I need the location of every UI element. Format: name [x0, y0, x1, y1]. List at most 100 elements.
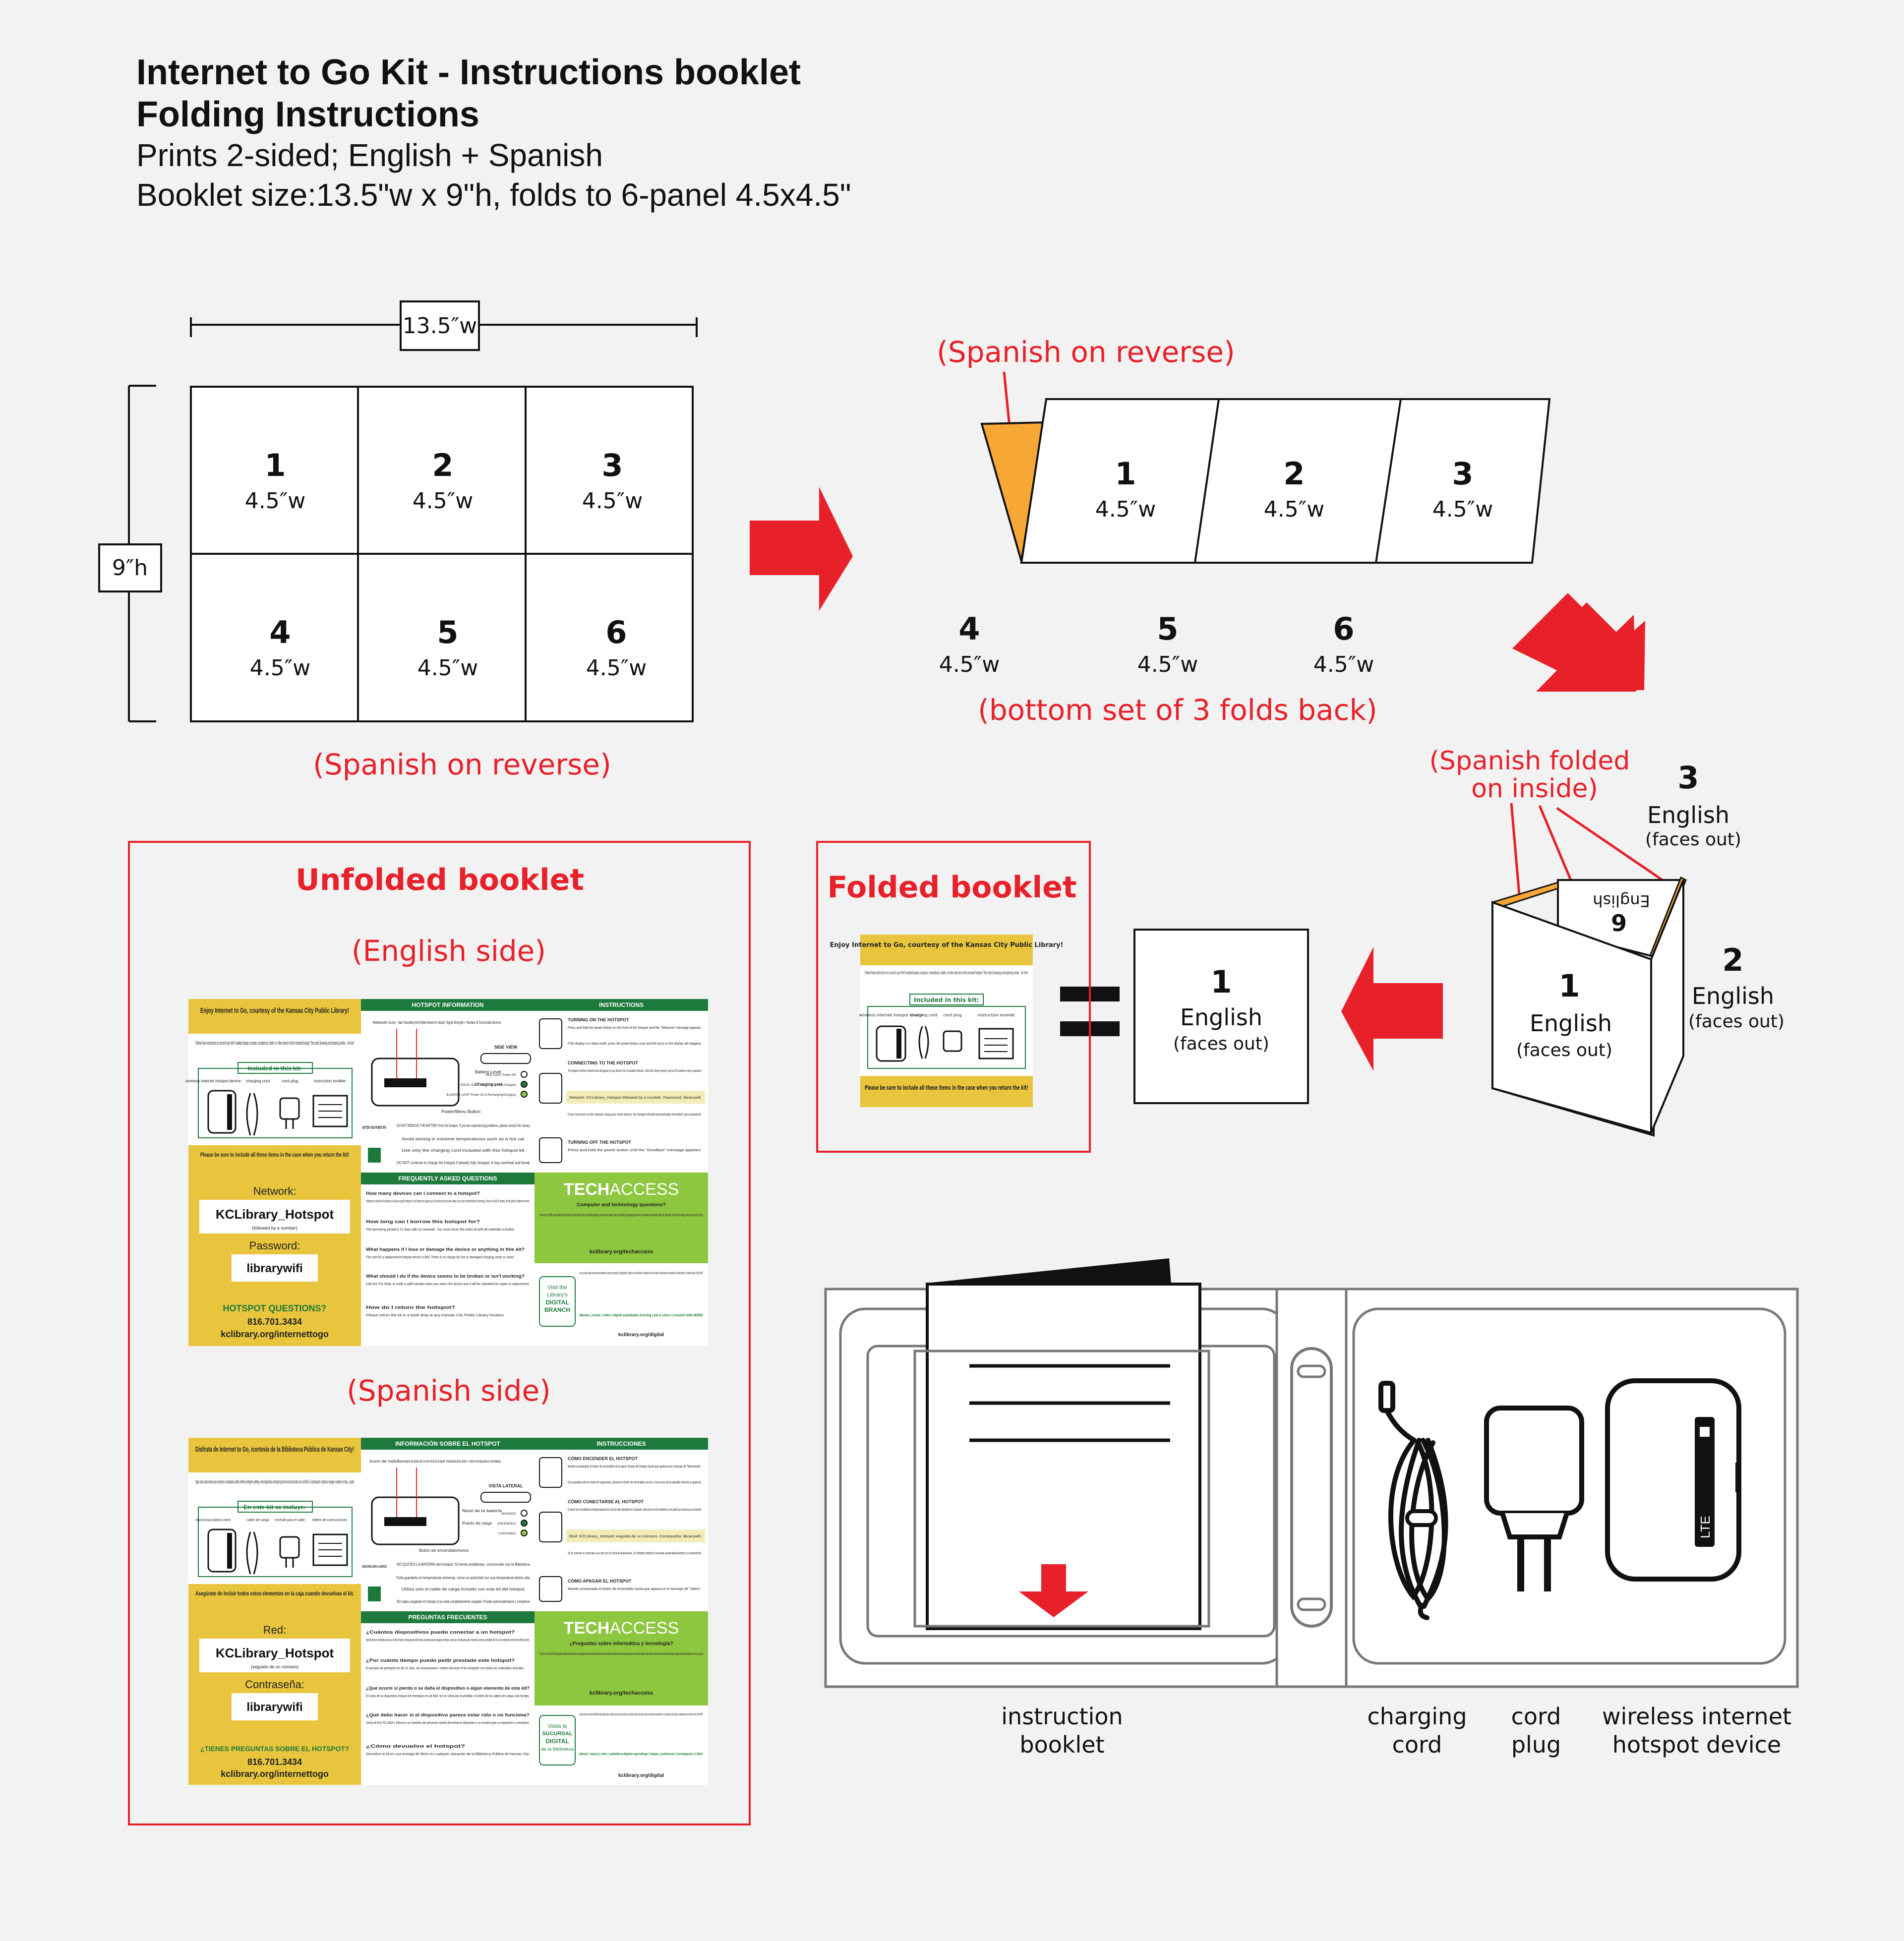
svg-text:4.5″w: 4.5″w: [1432, 497, 1493, 522]
svg-text:¿Qué ocurre si pierdo o se dañ: ¿Qué ocurre si pierdo o se daña el dispo…: [366, 1686, 530, 1691]
subtitle-line-2: Booklet size:13.5"w x 9"h, folds to 6-pa…: [136, 177, 851, 213]
svg-text:If the display is in sleep mod: If the display is in sleep mode, press t…: [568, 1042, 702, 1046]
svg-text:Transmisión de datos de la red: Transmisión de datos de la red móvil al …: [398, 1459, 445, 1464]
folded-return-note: Please be sure to include all these item…: [865, 1084, 1028, 1091]
unfolded-booklet-box: Unfolded booklet (English side) (Spanish…: [128, 841, 751, 1825]
svg-text:PREGUNTAS FRECUENTES: PREGUNTAS FRECUENTES: [408, 1614, 487, 1621]
english-booklet: Enjoy Internet to Go, courtesy of the Ka…: [185, 999, 708, 1346]
svg-text:Enjoy Internet to Go, courtesy: Enjoy Internet to Go, courtesy of the Ka…: [200, 1006, 349, 1015]
svg-text:BATTERY AND POWER TIPS: BATTERY AND POWER TIPS: [362, 1125, 386, 1130]
svg-text:Icono de redes: Icono de redes: [369, 1459, 399, 1464]
label-instruction-booklet: instruction booklet: [1001, 1703, 1123, 1758]
svg-text:librarywifi: librarywifi: [246, 1701, 302, 1714]
svg-text:Password:: Password:: [249, 1239, 300, 1252]
en-hotspot-info-panel: HOTSPOT INFORMATION Network Icon Data Tr…: [361, 999, 535, 1170]
tri-panel-1-lang: English: [1530, 1010, 1612, 1037]
sheet-panel-5: 5 4.5″w: [417, 614, 478, 681]
es-tech-access-panel: TECHACCESS ¿Preguntas sobre informática …: [535, 1611, 708, 1785]
svg-text:CÓMO APAGAR EL HOTSPOT: CÓMO APAGAR EL HOTSPOT: [568, 1578, 632, 1584]
svg-text:Sigue estas instrucciones para: Sigue estas instrucciones para conectar …: [195, 1479, 354, 1485]
height-dimension: 9″h: [98, 385, 162, 722]
svg-text:VISTA LATERAL: VISTA LATERAL: [488, 1483, 523, 1488]
svg-text:plug: plug: [1511, 1731, 1561, 1758]
folded-included-label: Included in this kit:: [914, 997, 979, 1003]
es-hotspot-info-panel: INFORMACIÓN SOBRE EL HOTSPOT Icono de re…: [361, 1438, 535, 1604]
svg-text:Avoid storing in extreme tempe: Avoid storing in extreme temperatures su…: [402, 1137, 526, 1141]
folded-booklet-cover: Enjoy Internet to Go, courtesy of the Ka…: [830, 935, 1063, 1107]
tri-panel-3-lang: English: [1647, 802, 1729, 828]
es-cover-panel: Disfruta de Internet to Go, icortesía de…: [188, 1438, 361, 1611]
svg-text:Llama al 816.701.3434 o inform: Llama al 816.701.3434 o informa a un mie…: [366, 1721, 530, 1725]
svg-text:816.701.3434: 816.701.3434: [247, 1757, 302, 1767]
svg-text:INFORMACIÓN SOBRE EL HOTSPOT: INFORMACIÓN SOBRE EL HOTSPOT: [395, 1440, 500, 1447]
en-cover-panel: Enjoy Internet to Go, courtesy of the Ka…: [185, 999, 361, 1173]
svg-text:(followed by a number): (followed by a number): [252, 1226, 298, 1231]
svg-text:3: 3: [1452, 456, 1473, 492]
spanish-booklet: Disfruta de Internet to Go, icortesía de…: [188, 1438, 708, 1785]
header: Internet to Go Kit - Instructions bookle…: [136, 53, 851, 213]
sheet-panel-4: 4 4.5″w: [250, 614, 310, 681]
svg-text:Library's: Library's: [547, 1292, 568, 1298]
unfolded-booklet-title: Unfolded booklet: [296, 863, 584, 897]
instruction-booklet-icon: [913, 1258, 1210, 1630]
svg-text:charging cord: charging cord: [910, 1013, 937, 1017]
svg-text:instruction: instruction: [1001, 1703, 1123, 1730]
svg-text:What happens if I lose or dama: What happens if I lose or damage the dev…: [366, 1247, 525, 1252]
svg-text:Contraseña:: Contraseña:: [245, 1678, 304, 1691]
spanish-reverse-note-top: (Spanish on reverse): [937, 335, 1235, 369]
svg-text:CONSEJOS SOBRE LA BATERÍA Y LA: CONSEJOS SOBRE LA BATERÍA Y LA ALIMENTAC…: [362, 1564, 387, 1569]
title-line-1: Internet to Go Kit - Instructions bookle…: [136, 53, 801, 92]
tri-panel-1-number: 1: [1558, 968, 1580, 1004]
svg-text:dispositivo hotspot inalámbric: dispositivo hotspot inalámbrico a Intern…: [196, 1519, 231, 1522]
svg-text:Press and hold the power butto: Press and hold the power button on the f…: [568, 1026, 702, 1030]
en-instructions-panel: INSTRUCTIONS TURNING ON THE HOTSPOT Pres…: [535, 999, 708, 1163]
sheet-panel-1: 1 4.5″w: [245, 447, 305, 514]
svg-text:Botón de encendido/menú: Botón de encendido/menú: [419, 1548, 469, 1553]
svg-text:How long can I borrow this hot: How long can I borrow this hotspot for?: [366, 1219, 480, 1224]
svg-text:charging: charging: [1367, 1703, 1467, 1730]
svg-text:DIGITAL: DIGITAL: [545, 1738, 569, 1745]
svg-text:eBooks | music | video | digit: eBooks | music | video | digital audiobo…: [579, 1314, 703, 1317]
arrow-left-icon: [1341, 947, 1443, 1071]
svg-text:(seguido de un número): (seguido de un número): [251, 1664, 298, 1669]
cord-plug-icon: [1484, 1406, 1584, 1591]
en-tech-access-panel: TECHACCESS Computer and technology quest…: [535, 1173, 708, 1346]
svg-text:The hotspot's wireless network: The hotspot's wireless network name will…: [568, 1069, 702, 1073]
svg-text:Signal Strength + Number of Co: Signal Strength + Number of Connected De…: [446, 1020, 501, 1025]
folded-booklet-box: Folded booklet Enjoy Internet to Go, cou…: [816, 841, 1091, 1153]
svg-text:Use only the charging cord inc: Use only the charging cord included with…: [402, 1148, 526, 1153]
svg-text:HOTSPOT QUESTIONS?: HOTSPOT QUESTIONS?: [223, 1303, 326, 1313]
bottom-folds-back-note: (bottom set of 3 folds back): [978, 693, 1377, 727]
svg-text:¿Cuántos dispositivos puedo co: ¿Cuántos dispositivos puedo conectar a u…: [366, 1630, 515, 1635]
svg-text:Disfruta de Internet to Go, ic: Disfruta de Internet to Go, icortesía de…: [195, 1445, 354, 1454]
svg-text:kclibrary.org/techaccess: kclibrary.org/techaccess: [590, 1249, 653, 1255]
svg-text:cord plug: cord plug: [282, 1079, 298, 1083]
svg-text:Evita guardarlo en temperatura: Evita guardarlo en temperaturas extremas…: [397, 1576, 531, 1580]
svg-text:Red:: Red:: [263, 1624, 286, 1636]
tri-panel-2-faces: (faces out): [1688, 1011, 1785, 1032]
back-panel-6: 6 4.5″w: [1313, 611, 1374, 677]
back-panel-5: 5 4.5″w: [1137, 611, 1198, 677]
svg-text:Data Transmitting from Mobile: Data Transmitting from Mobile Network to…: [398, 1020, 445, 1025]
svg-text:SUCURSAL: SUCURSAL: [542, 1731, 572, 1737]
svg-text:CONNECTING TO THE HOTSPOT: CONNECTING TO THE HOTSPOT: [568, 1060, 638, 1065]
svg-text:Asegúrate de incluir todos est: Asegúrate de incluir todos estos element…: [195, 1590, 354, 1597]
svg-text:Devuelve el kit en una entrega: Devuelve el kit en una entrega de libros…: [366, 1753, 530, 1756]
english-side-label: (English side): [352, 934, 546, 968]
en-faq-panel: FREQUENTLY ASKED QUESTIONS How many devi…: [361, 1173, 535, 1317]
svg-text:kclibrary.org/internettogo: kclibrary.org/internettogo: [221, 1329, 329, 1339]
svg-text:What should I do if the device: What should I do if the device seems to …: [366, 1274, 525, 1279]
tri-panel-2-lang: English: [1692, 983, 1774, 1009]
svg-text:The borrowing period is 21 day: The borrowing period is 21 days with no …: [366, 1228, 515, 1232]
svg-text:CÓMO CONECTARSE AL HOTSPOT: CÓMO CONECTARSE AL HOTSPOT: [568, 1499, 644, 1504]
svg-text:816.701.3434: 816.701.3434: [247, 1317, 302, 1327]
svg-text:Network Icon: Network Icon: [373, 1020, 396, 1025]
svg-text:librarywifi: librarywifi: [246, 1262, 302, 1275]
svg-text:The cost for a replacement hot: The cost for a replacement hotspot devic…: [366, 1256, 515, 1259]
svg-text:TECHACCESS: TECHACCESS: [564, 1180, 679, 1199]
charging-cord-icon: [1378, 1381, 1448, 1620]
svg-text:Network:: Network:: [253, 1185, 297, 1197]
svg-text:charging cord: charging cord: [246, 1079, 270, 1083]
svg-text:4.5″w: 4.5″w: [413, 488, 473, 514]
